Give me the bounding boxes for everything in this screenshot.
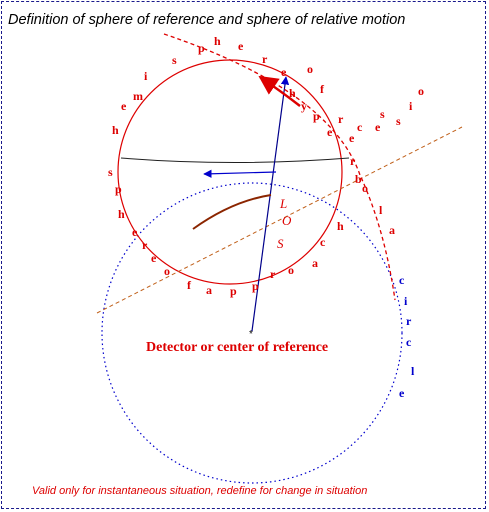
hemisphere-letter: i: [409, 99, 413, 113]
hemisphere-letter: s: [380, 107, 385, 121]
hemisphere-letter: r: [338, 112, 344, 126]
approach-letter: p: [252, 279, 259, 293]
hemisphere-letter: e: [121, 99, 127, 113]
approach-letter: a: [206, 283, 212, 297]
sphere-of-relative-motion: [101, 182, 403, 484]
hemisphere-letter: h: [112, 123, 119, 137]
motion-direction-arrow: [258, 75, 301, 107]
hyperbola-letter: e: [327, 125, 333, 139]
circle-letter: i: [404, 294, 408, 308]
approach-letter: f: [187, 278, 192, 292]
hyperbola-letter: l: [379, 203, 383, 217]
hemisphere-letter: o: [418, 84, 424, 98]
chord-line: [120, 157, 350, 163]
approach-letter: p: [230, 284, 237, 298]
hemisphere-letter: c: [357, 120, 363, 134]
approach-letter: s: [108, 165, 113, 179]
dashed-diagonal-line: [96, 126, 463, 314]
hemisphere-letter: e: [238, 39, 244, 53]
approach-letter: h: [337, 219, 344, 233]
detector-label: Detector or center of reference: [146, 340, 328, 355]
los-letter: L: [279, 196, 287, 211]
hyperbola-letter: h: [289, 86, 296, 100]
circle-letter: c: [406, 335, 412, 349]
velocity-arrow: [203, 169, 277, 178]
hemisphere-letter: e: [375, 120, 381, 134]
line-of-sight-arrow: [251, 76, 290, 332]
approach-letter: r: [142, 238, 148, 252]
circle-letter: c: [399, 273, 405, 287]
hemisphere-letter: e: [349, 131, 355, 145]
los-letters: LOS: [277, 196, 292, 251]
approach-letter: r: [270, 267, 276, 281]
circle-letter: r: [406, 314, 412, 328]
approach-letter: o: [288, 263, 294, 277]
hyperbola-letter: o: [362, 181, 368, 195]
hemisphere-letter: m: [133, 89, 143, 103]
hemisphere-letter: h: [214, 34, 221, 48]
los-letter: O: [282, 213, 292, 228]
approach-letter: c: [320, 235, 326, 249]
hyperbola-letter: p: [313, 109, 320, 123]
hemisphere-letter: p: [198, 41, 205, 55]
hemisphere-letter: s: [396, 114, 401, 128]
hemisphere-letter: f: [320, 82, 325, 96]
approach-letter: e: [151, 251, 157, 265]
approach-letter: h: [118, 207, 125, 221]
diagram-title: Definition of sphere of reference and sp…: [8, 12, 405, 28]
hyperbola-letter: a: [389, 223, 395, 237]
hyperbola-letter: y: [301, 99, 307, 113]
los-letter: S: [277, 236, 284, 251]
circle-letter: e: [399, 386, 405, 400]
brown-curve-arrow: [192, 194, 272, 230]
hyperbola-letter: b: [355, 172, 362, 186]
approach-letter: p: [115, 182, 122, 196]
hemisphere-letter: r: [262, 52, 268, 66]
hemisphere-letter: e: [281, 65, 287, 79]
hyperbola-curve: [163, 33, 396, 301]
hemisphere-letter: s: [172, 53, 177, 67]
approach-letter: o: [164, 264, 170, 278]
hemisphere-letter: i: [144, 69, 148, 83]
approach-letter: a: [312, 256, 318, 270]
hyperbola-letter: r: [350, 154, 356, 168]
hemisphere-letter: o: [307, 62, 313, 76]
circle-letter: l: [411, 364, 415, 378]
detector-marker: *: [249, 329, 253, 340]
footer-note: Valid only for instantaneous situation, …: [32, 485, 367, 497]
approach-letter: e: [132, 225, 138, 239]
